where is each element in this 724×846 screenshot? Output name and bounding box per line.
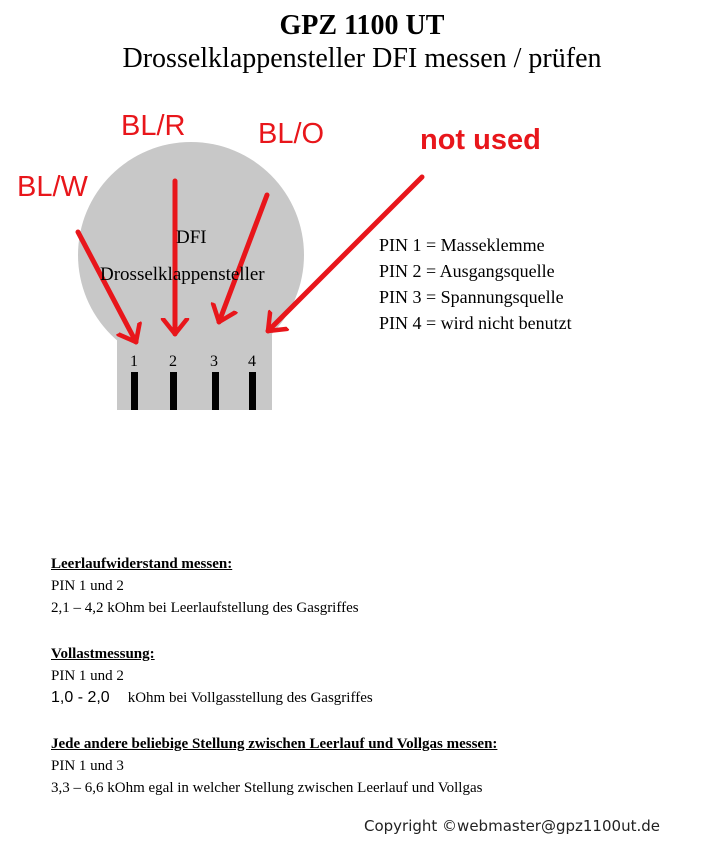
copyright: Copyright ©webmaster@gpz1100ut.de — [364, 817, 660, 835]
section-value-text: kOhm bei Vollgasstellung des Gasgriffes — [127, 690, 373, 706]
section-value: 1,0 - 2,0 kOhm bei Vollgasstellung des Ga… — [51, 687, 373, 709]
device-description: Drosselklappensteller — [100, 264, 265, 285]
pin-number-3: 3 — [210, 353, 218, 370]
pin-2 — [170, 372, 177, 410]
section-heading: Jede andere beliebige Stellung zwischen … — [51, 736, 498, 752]
section-pins: PIN 1 und 2 — [51, 578, 124, 594]
section-pins: PIN 1 und 3 — [51, 758, 124, 774]
title-line-2: Drosselklappensteller DFI messen / prüfe… — [122, 43, 602, 74]
pin-3 — [212, 372, 219, 410]
pin-legend-item: PIN 2 = Ausgangsquelle — [379, 261, 555, 281]
section-value-number: 1,0 - 2,0 — [51, 689, 110, 706]
section-full-load: Vollastmessung: PIN 1 und 2 1,0 - 2,0 kOh… — [51, 643, 373, 709]
title-line-1: GPZ 1100 UT — [279, 10, 445, 41]
arrow-bl-w — [75, 229, 136, 345]
pin-number-4: 4 — [248, 353, 256, 370]
sensor-body — [78, 142, 304, 410]
pin-4 — [249, 372, 256, 410]
pin-legend-item: PIN 3 = Spannungsquelle — [379, 287, 564, 307]
pin-legend-item: PIN 4 = wird nicht benutzt — [379, 313, 572, 333]
section-heading: Vollastmessung: — [51, 646, 155, 662]
section-any-position: Jede andere beliebige Stellung zwischen … — [51, 733, 497, 799]
pin-legend: PIN 1 = Masseklemme PIN 2 = Ausgangsquel… — [379, 232, 572, 336]
arrow-not-used — [265, 174, 425, 334]
pin-number-1: 1 — [130, 353, 138, 370]
pin-legend-item: PIN 1 = Masseklemme — [379, 235, 545, 255]
device-name: DFI — [176, 227, 207, 248]
wire-label-bl-r: BL/R — [121, 110, 186, 142]
section-heading: Leerlaufwiderstand messen: — [51, 556, 233, 572]
wire-label-not-used: not used — [420, 124, 541, 156]
arrow-bl-o — [219, 192, 270, 325]
section-value: 3,3 – 6,6 kOhm egal in welcher Stellung … — [51, 780, 483, 796]
section-value: 2,1 – 4,2 kOhm bei Leerlaufstellung des … — [51, 600, 359, 616]
wire-label-bl-o: BL/O — [258, 118, 325, 150]
section-pins: PIN 1 und 2 — [51, 668, 124, 684]
pin-1 — [131, 372, 138, 410]
pin-number-2: 2 — [169, 353, 177, 370]
section-idle-resistance: Leerlaufwiderstand messen: PIN 1 und 2 2… — [51, 553, 359, 619]
wire-label-bl-w: BL/W — [17, 171, 88, 203]
